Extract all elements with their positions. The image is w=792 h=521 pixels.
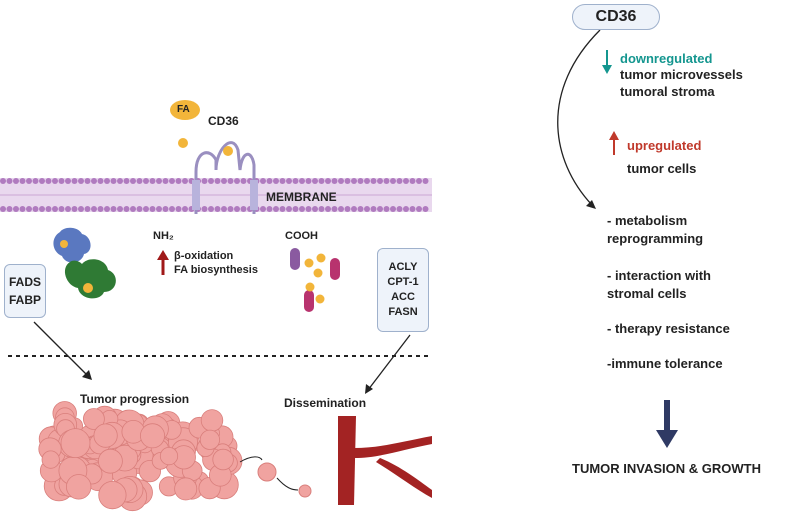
cpt1-label: CPT-1 — [387, 276, 419, 288]
fa-dot-icon — [223, 146, 233, 156]
fabp-label: FABP — [8, 293, 41, 307]
tumor-cell-icon — [159, 446, 179, 466]
cell-membrane — [0, 178, 432, 212]
migrating-cell-icon — [257, 462, 277, 482]
fa-biosynthesis-label: FA biosynthesis — [174, 264, 258, 276]
tumor-cell-icon — [65, 474, 92, 500]
outcome-label: TUMOR INVASION & GROWTH — [572, 461, 761, 476]
arrow-to-dissemination — [365, 334, 411, 394]
dissemination-label: Dissemination — [284, 396, 367, 410]
blood-vessel-icon — [338, 416, 432, 505]
curved-flow-arrow — [557, 29, 601, 206]
down-arrow-icon — [602, 50, 612, 74]
nh2-label: NH₂ — [153, 230, 174, 242]
migration-arrow-icon — [239, 456, 263, 463]
acc-label: ACC — [391, 291, 415, 303]
fads-label: FADS — [8, 275, 41, 289]
tumor-cell-icon — [212, 448, 234, 471]
up-arrow-icon — [609, 131, 619, 155]
membrane-label: MEMBRANE — [266, 190, 337, 204]
migration-arrow-icon — [276, 477, 299, 491]
cd36-title-badge: CD36 — [572, 4, 660, 30]
tumor-cell-icon — [60, 428, 91, 459]
downregulated-label: downregulated — [620, 51, 713, 66]
tumor-cell-icon — [174, 477, 198, 501]
up-item: tumor cells — [627, 161, 697, 176]
tumor-cell-icon — [93, 423, 118, 448]
effect-immune: -immune tolerance — [607, 356, 723, 371]
cd36-label: CD36 — [208, 114, 239, 128]
tumor-cell-icon — [139, 423, 165, 449]
arrow-to-tumor-progression — [33, 321, 92, 380]
migrating-cell-icon — [298, 484, 312, 498]
fatty-acid-complex-icon — [290, 248, 340, 312]
tumor-mass-icon — [38, 401, 243, 512]
down-item: tumor microvessels — [620, 67, 743, 82]
fads-fabp-box: FADS FABP — [4, 264, 46, 318]
tumor-cell-icon — [83, 408, 105, 430]
acly-label: ACLY — [388, 261, 418, 273]
fasn-label: FASN — [388, 306, 418, 318]
down-item: tumoral stroma — [620, 84, 715, 99]
outcome-arrow-icon — [656, 400, 678, 448]
enzyme-box: ACLY CPT-1 ACC FASN — [377, 248, 429, 332]
effect-metabolism-2: reprogramming — [607, 231, 704, 246]
tumor-progression-label: Tumor progression — [80, 392, 190, 406]
beta-oxidation-label: β-oxidation — [174, 250, 234, 262]
tumor-cell-icon — [41, 450, 60, 469]
tumor-cell-icon — [199, 429, 220, 450]
curved-flow-arrowhead — [586, 200, 596, 209]
effect-interaction-2: stromal cells — [607, 286, 687, 301]
effect-therapy: - therapy resistance — [607, 321, 730, 336]
effect-interaction: - interaction with — [607, 268, 711, 283]
fa-label: FA — [177, 104, 190, 115]
upregulated-label: upregulated — [627, 138, 702, 153]
tumor-cell-icon — [200, 409, 224, 432]
tumor-cell-icon — [98, 480, 127, 510]
tumor-cell-icon — [98, 448, 123, 474]
protein-complex-icon — [53, 227, 116, 299]
cooh-label: COOH — [285, 230, 318, 242]
effect-metabolism: - metabolism — [607, 213, 688, 228]
up-arrow-icon — [157, 250, 169, 275]
cd36-receptor — [192, 141, 258, 214]
fa-dot-icon — [178, 138, 188, 148]
fa-molecule-icon — [170, 100, 200, 120]
